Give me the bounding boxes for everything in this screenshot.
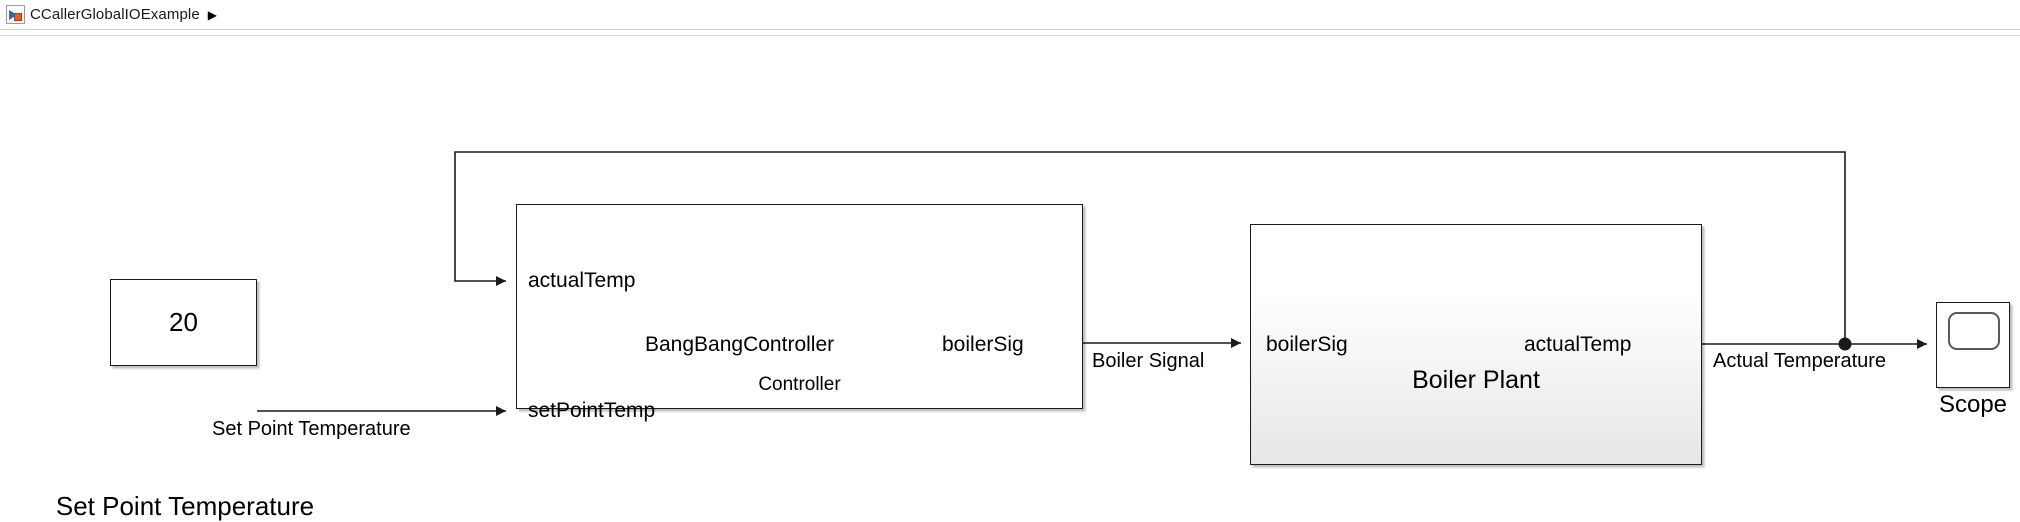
port-label-controller-setpointtemp: setPointTemp (528, 399, 656, 422)
block-controller[interactable] (516, 204, 1083, 409)
port-label-boiler-plant-boilersig: boilerSig (1266, 333, 1348, 356)
block-boiler-plant[interactable] (1250, 224, 1702, 465)
block-label-scope: Scope (1938, 391, 2008, 418)
signal-label-actual-temperature: Actual Temperature (1713, 350, 1887, 372)
port-label-controller-boilersig: boilerSig (942, 333, 1024, 356)
signal-branch-point[interactable] (1838, 337, 1852, 351)
block-label-controller: Controller (758, 374, 841, 395)
breadcrumb-chevron-right-icon[interactable]: ▶ (207, 7, 217, 22)
breadcrumb-item-model[interactable]: CCallerGlobalIOExample (30, 6, 200, 23)
signal-lines (257, 151, 1927, 416)
scope-screen-icon (1948, 312, 2000, 350)
signal-label-set-point-temperature: Set Point Temperature (212, 418, 411, 440)
block-set-point-temperature[interactable]: 20 (110, 279, 257, 366)
model-icon-square (14, 13, 22, 21)
block-label-boiler-plant: Boiler Plant (1412, 366, 1540, 394)
model-icon-triangle (9, 10, 17, 20)
breadcrumb: CCallerGlobalIOExample ▶ (0, 0, 2020, 36)
signal-label-boiler-signal: Boiler Signal (1092, 350, 1205, 372)
simulink-model-icon (6, 5, 25, 24)
controller-body-text: BangBangController (645, 333, 835, 356)
wire-actual-temperature-feedback[interactable] (454, 151, 1846, 344)
block-scope[interactable] (1936, 302, 2010, 388)
port-label-boiler-plant-actualtemp: actualTemp (1524, 333, 1632, 356)
block-label-set-point-temperature: Set Point Temperature (55, 491, 315, 521)
model-canvas[interactable]: 20 Set Point Temperature actualTemp setP… (0, 36, 2020, 522)
port-label-controller-actualtemp: actualTemp (528, 269, 636, 292)
constant-value: 20 (169, 307, 198, 337)
